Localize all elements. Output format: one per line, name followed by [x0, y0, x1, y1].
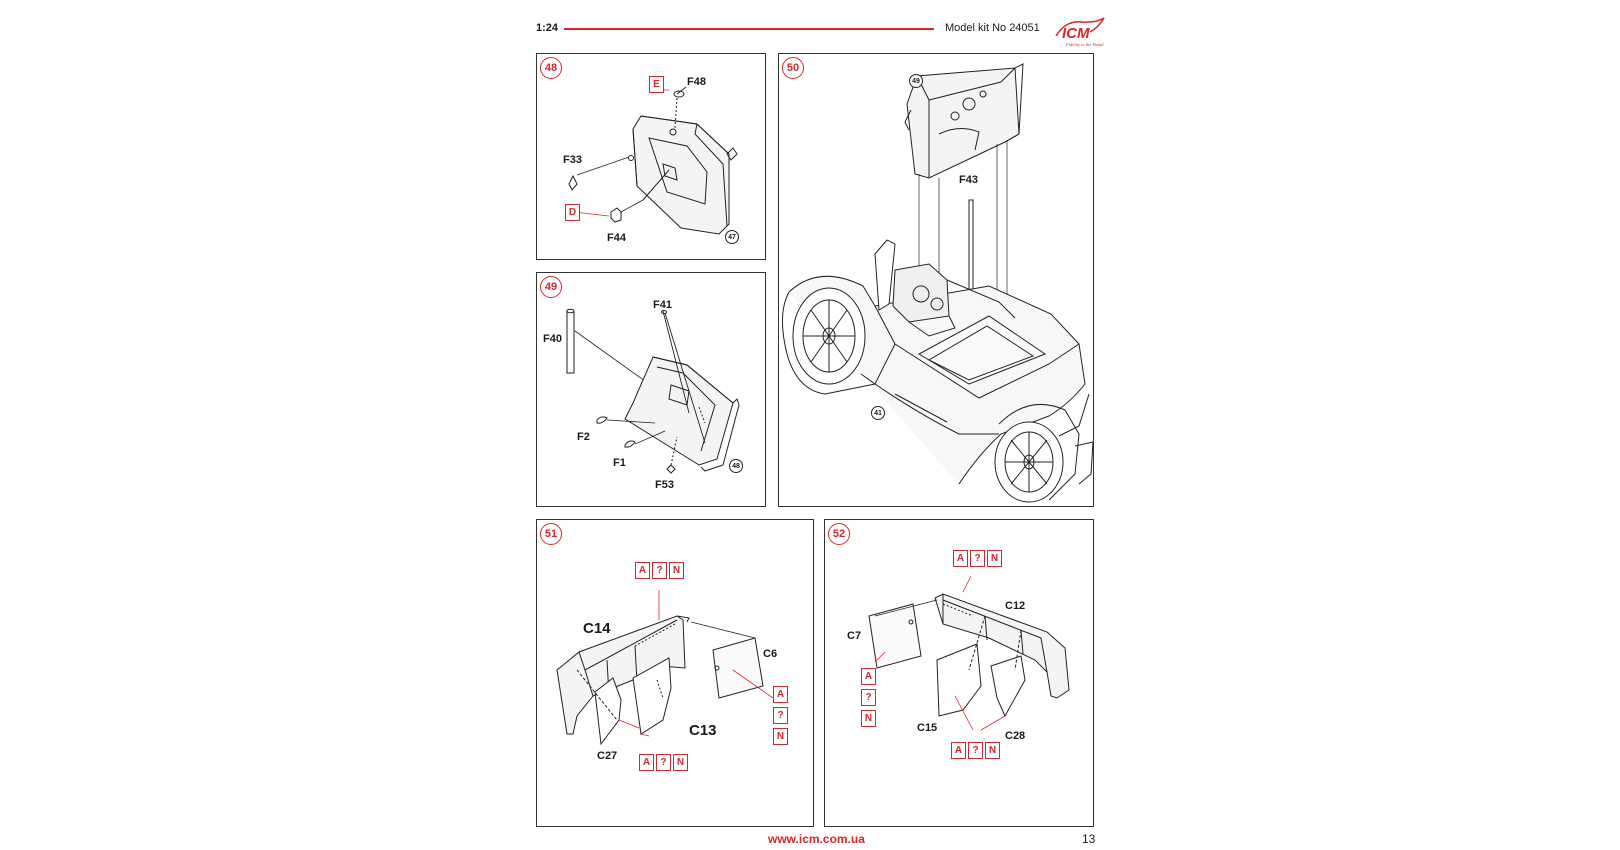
part-label-c6: C6 — [763, 648, 778, 660]
step-49-panel: 49 F41 F40 F2 F1 F53 48 — [536, 272, 766, 507]
part-label-f40: F40 — [543, 333, 562, 345]
step-50-drawing — [781, 63, 1094, 503]
scale-label: 1:24 — [536, 22, 559, 34]
color-code: N — [669, 562, 684, 579]
step-48-number: 48 — [540, 57, 562, 79]
part-label-f43: F43 — [959, 174, 978, 186]
color-codes-c15-c28: A ? N — [951, 742, 1000, 759]
color-code: A — [951, 742, 966, 759]
color-code: ? — [970, 550, 985, 567]
color-code: A — [861, 668, 876, 685]
step-52-drawing — [868, 575, 1070, 731]
part-label-f1: F1 — [613, 457, 626, 469]
part-label-f33: F33 — [563, 154, 582, 166]
step-49-number: 49 — [540, 276, 562, 298]
color-codes-c6: A ? N — [773, 686, 788, 745]
step-50-number: 50 — [782, 57, 804, 79]
color-code: ? — [652, 562, 667, 579]
step-52-number: 52 — [828, 523, 850, 545]
color-code: N — [987, 550, 1002, 567]
part-label-c27: C27 — [597, 750, 618, 762]
step-51-drawing — [556, 590, 774, 746]
color-codes-c14: A ? N — [635, 562, 684, 579]
step-48-drawing — [564, 86, 738, 235]
ref-step-48: 48 — [729, 459, 743, 473]
color-code: ? — [861, 689, 876, 706]
color-code: N — [985, 742, 1000, 759]
part-label-c13: C13 — [689, 722, 717, 739]
step-51-panel: 51 A ? N C — [536, 519, 814, 827]
color-code-e: E — [649, 76, 664, 93]
color-code: ? — [656, 754, 671, 771]
color-code-d: D — [565, 204, 580, 221]
color-codes-c12: A ? N — [953, 550, 1002, 567]
part-label-f41: F41 — [653, 299, 672, 311]
part-label-f2: F2 — [577, 431, 590, 443]
color-code: A — [635, 562, 650, 579]
header-rule — [564, 28, 934, 30]
step-52-panel: 52 A ? N C12 C7 — [824, 519, 1094, 827]
color-codes-c13-c27: A ? N — [639, 754, 688, 771]
part-label-f48: F48 — [687, 76, 706, 88]
logo-tagline: Fidelity to the Detail — [1065, 42, 1104, 47]
ref-step-49: 49 — [909, 74, 923, 88]
color-code: ? — [968, 742, 983, 759]
part-label-c15: C15 — [917, 722, 938, 734]
page-number: 13 — [1082, 832, 1096, 846]
color-code: A — [773, 686, 788, 703]
color-code: N — [773, 728, 788, 745]
color-code: N — [673, 754, 688, 771]
color-code: A — [639, 754, 654, 771]
part-label-c14: C14 — [583, 620, 611, 637]
color-code: N — [861, 710, 876, 727]
color-code: ? — [773, 707, 788, 724]
ref-step-41: 41 — [871, 406, 885, 420]
color-code: A — [953, 550, 968, 567]
step-49-drawing — [566, 308, 740, 474]
step-48-panel: 48 F48 F33 F44 47 E D — [536, 53, 766, 260]
website-link[interactable]: www.icm.com.ua — [768, 832, 865, 846]
part-label-c12: C12 — [1005, 600, 1026, 612]
part-label-c28: C28 — [1005, 730, 1026, 742]
step-51-number: 51 — [540, 523, 562, 545]
part-label-f44: F44 — [607, 232, 626, 244]
kit-number-label: Model kit No 24051 — [945, 22, 1040, 34]
ref-step-47: 47 — [725, 230, 739, 244]
step-50-panel: 50 — [778, 53, 1094, 507]
icm-logo: ICM Fidelity to the Detail — [1052, 14, 1106, 48]
part-label-c7: C7 — [847, 630, 862, 642]
part-label-f53: F53 — [655, 479, 674, 491]
logo-text: ICM — [1062, 25, 1090, 42]
color-codes-c7: A ? N — [861, 668, 876, 727]
